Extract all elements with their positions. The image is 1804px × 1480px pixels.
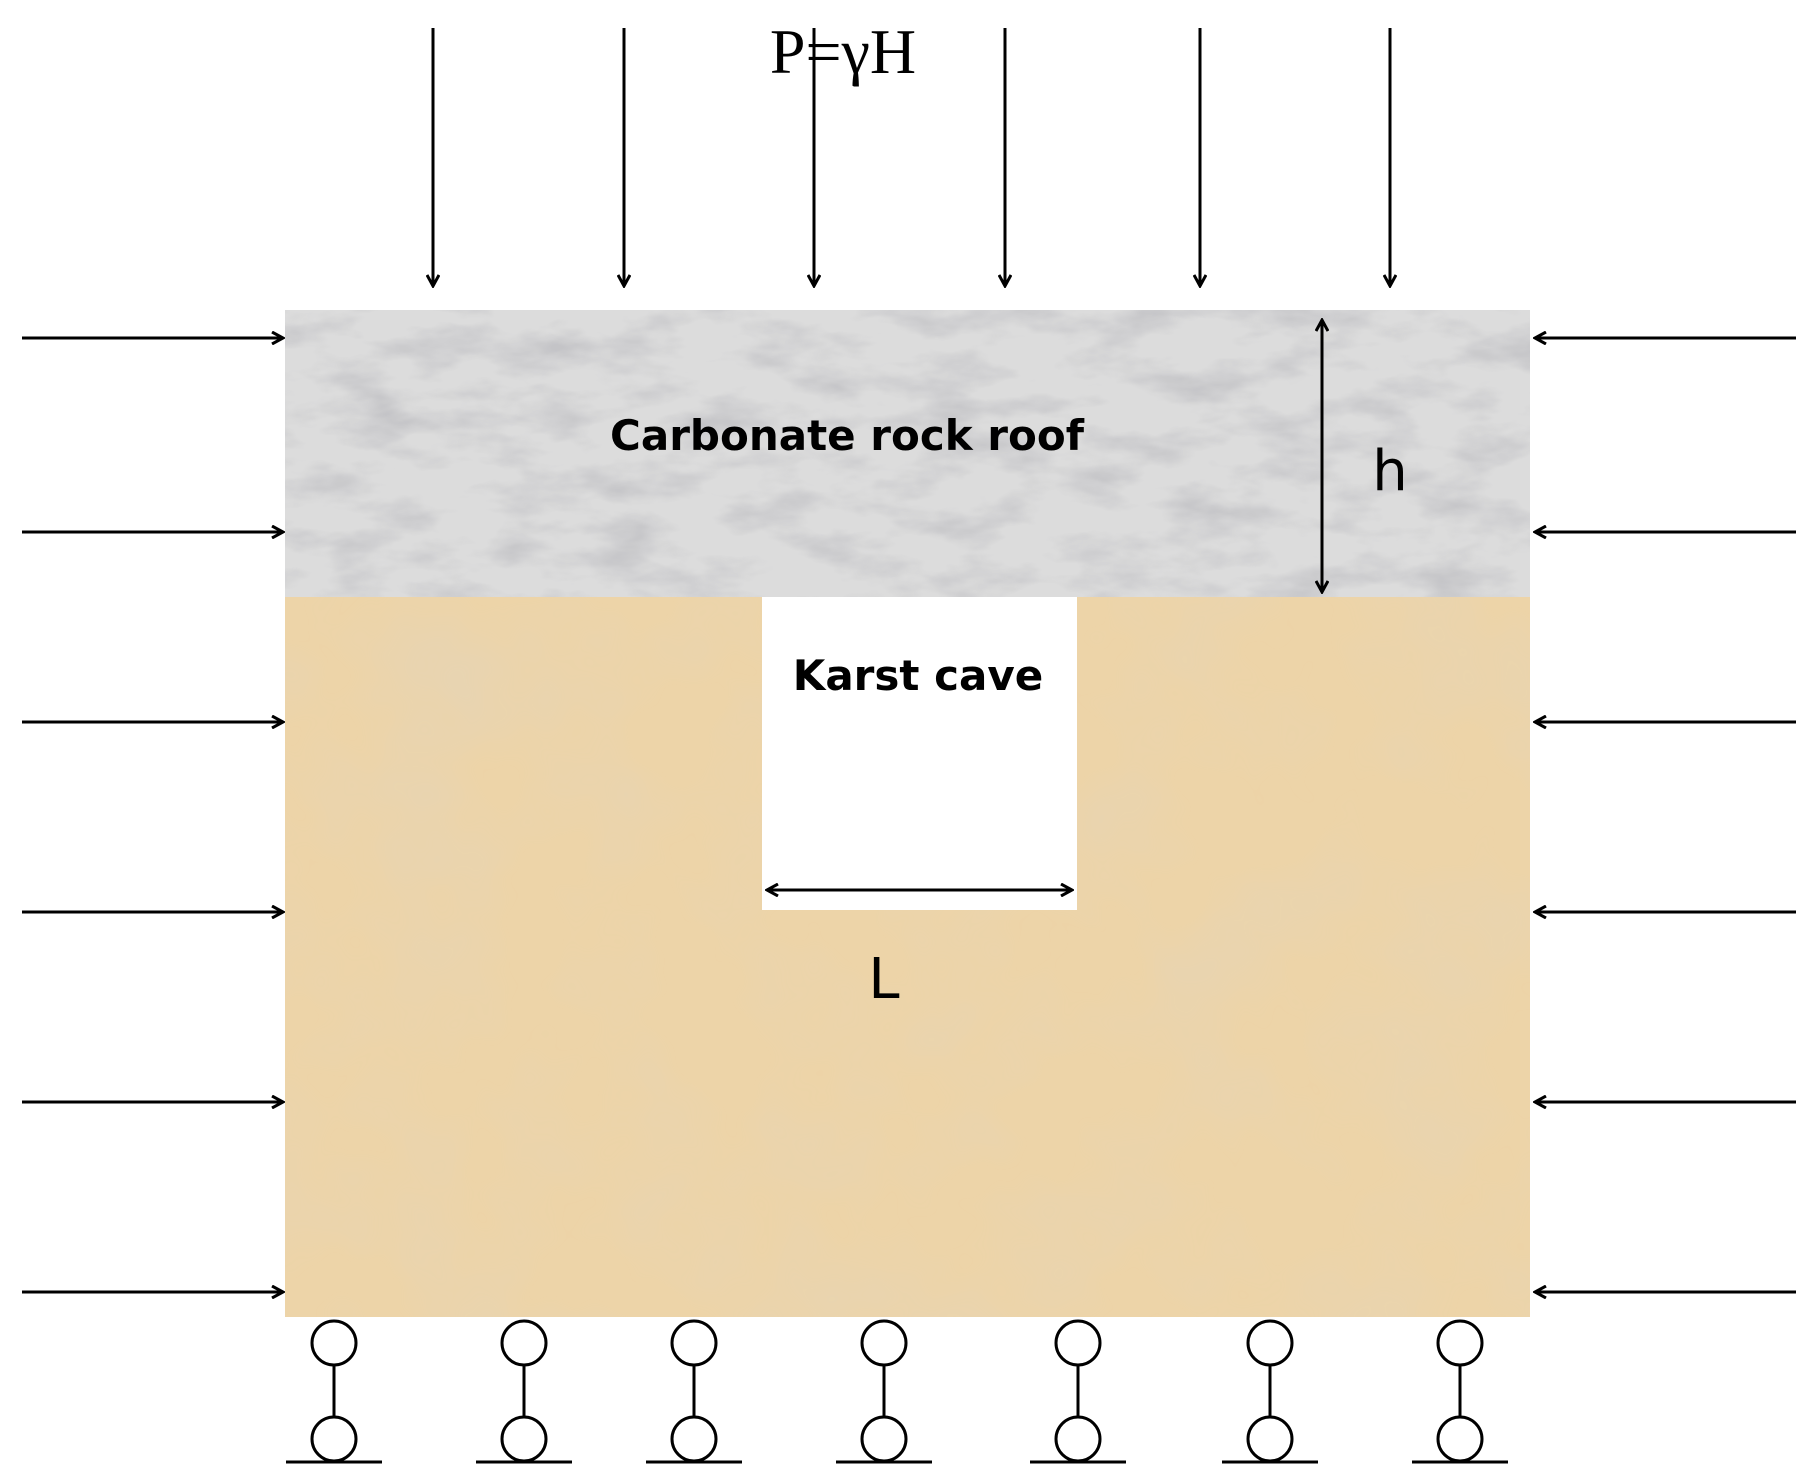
right-lateral-pressure-arrows xyxy=(1535,338,1796,1292)
roller-support xyxy=(286,1319,382,1464)
roller-top-hinge xyxy=(670,1319,718,1367)
roller-wheel xyxy=(500,1415,548,1463)
roof-label: Carbonate rock roof xyxy=(610,411,1085,460)
roller-wheel xyxy=(1054,1415,1102,1463)
roller-supports xyxy=(286,1319,1508,1464)
load-label: P=γH xyxy=(770,16,916,87)
roller-support xyxy=(1030,1319,1126,1464)
roller-wheel xyxy=(1246,1415,1294,1463)
karst-cave xyxy=(762,597,1077,910)
roller-support xyxy=(836,1319,932,1464)
thickness-label: h xyxy=(1372,439,1408,504)
roller-top-hinge xyxy=(1054,1319,1102,1367)
roller-support xyxy=(1412,1319,1508,1464)
roller-top-hinge xyxy=(1246,1319,1294,1367)
roller-wheel xyxy=(1436,1415,1484,1463)
roller-support xyxy=(1222,1319,1318,1464)
cave-label: Karst cave xyxy=(793,651,1043,700)
roller-top-hinge xyxy=(310,1319,358,1367)
vertical-load-arrows xyxy=(433,28,1390,286)
roller-wheel xyxy=(860,1415,908,1463)
left-lateral-pressure-arrows xyxy=(22,338,283,1292)
span-label: L xyxy=(868,947,899,1012)
roller-top-hinge xyxy=(1436,1319,1484,1367)
roller-wheel xyxy=(670,1415,718,1463)
roller-support xyxy=(646,1319,742,1464)
roller-wheel xyxy=(310,1415,358,1463)
roller-top-hinge xyxy=(500,1319,548,1367)
roller-top-hinge xyxy=(860,1319,908,1367)
roller-support xyxy=(476,1319,572,1464)
